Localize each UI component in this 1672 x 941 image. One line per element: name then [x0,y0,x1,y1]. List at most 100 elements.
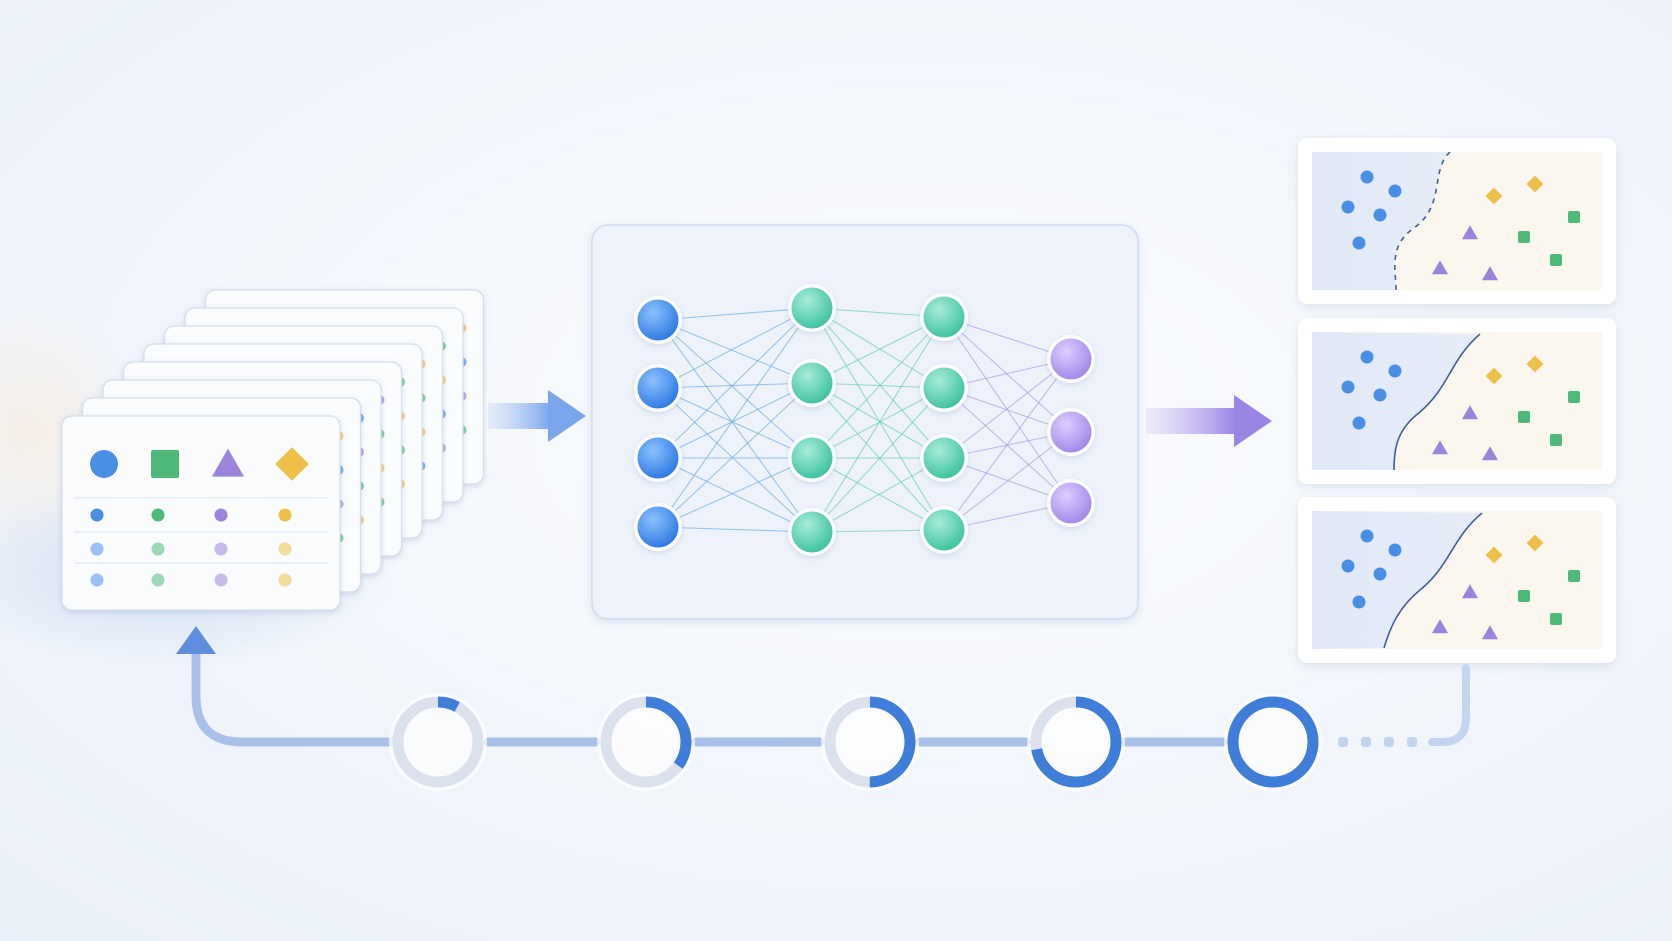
blue-point [1388,364,1402,378]
blue-point [1352,416,1366,430]
network-edge [657,382,813,459]
green-point [1550,434,1562,446]
yellow-point [1485,367,1503,385]
card-surface [61,415,341,611]
hidden-node [923,437,965,479]
network-edge [811,316,945,459]
hidden-node [791,362,833,404]
output-node [1050,411,1092,453]
purple-point [1461,584,1479,599]
yellow-point [1526,534,1544,552]
purple-point [1481,446,1499,461]
network-edge [657,382,813,389]
class-region-blue [1312,511,1482,649]
iteration-ring [1027,693,1125,791]
network-edge [657,382,813,528]
purple-point [1481,266,1499,281]
yellow-point [1485,546,1503,564]
network-edge [657,319,813,384]
blue-point [1341,200,1355,214]
iteration-ring [389,693,487,791]
flow-arrow-to-network [488,390,586,442]
green-point [1568,211,1580,223]
decision-boundary [1383,512,1483,649]
green-point [1568,570,1580,582]
network-edge [657,307,813,528]
yellow-point [1485,187,1503,205]
blue-point [1373,208,1387,222]
network-edge [811,316,945,533]
input-node [637,367,679,409]
data-dot [151,542,165,556]
output-node [1050,482,1092,524]
continuation-dot [1361,737,1371,747]
yellow-point [1526,355,1544,373]
continuation-dot [1338,737,1348,747]
ring-progress-arc [1030,696,1122,788]
purple-point [1431,440,1449,455]
iteration-ring [821,693,919,791]
network-edge [811,387,945,459]
ring-backdrop [1224,693,1322,791]
green-point [1550,613,1562,625]
blue-point [1341,380,1355,394]
circle-legend-shape [90,450,118,478]
network-edge [811,382,945,459]
output-panels [1298,138,1616,663]
input-node [637,506,679,548]
green-point [1550,254,1562,266]
data-dot [214,573,228,587]
data-dot [90,508,104,522]
network-edge [811,307,945,389]
ring-backdrop [821,693,919,791]
green-point [1518,590,1530,602]
data-dot [151,508,165,522]
loop-feed-path [1428,664,1470,746]
input-node [637,437,679,479]
blue-point [1341,559,1355,573]
input-node [637,299,679,341]
network-edge [657,387,813,459]
ring-backdrop [1027,693,1125,791]
iteration-ring [597,693,695,791]
flow-arrow-to-outputs [1146,395,1272,447]
data-dot [90,542,104,556]
network-edge [811,382,945,531]
yellow-point [1526,175,1544,193]
network-edge [943,358,1072,459]
hidden-node [791,511,833,553]
data-dot [90,573,104,587]
continuation-dot [1384,737,1394,747]
data-dot [278,573,292,587]
green-point [1518,231,1530,243]
network-edge [943,358,1072,531]
ring-progress-arc [1227,696,1319,788]
blue-point [1360,170,1374,184]
decision-boundary [1393,333,1481,470]
network-nodes [634,284,1095,556]
iteration-ring [1224,693,1322,791]
neural-network-panel [591,224,1139,620]
network-edge [657,307,813,459]
network-edge [811,387,945,533]
network-edge [811,307,945,459]
network-edge [657,457,813,528]
ring-backdrop [597,693,695,791]
data-dot [278,542,292,556]
network-edge [943,316,1072,433]
class-region-blue [1312,332,1480,470]
hidden-node [923,367,965,409]
triangle-legend-shape [211,448,245,477]
blue-point [1360,350,1374,364]
purple-point [1461,225,1479,240]
square-legend-shape [151,450,179,478]
dataset-card-front [61,415,341,611]
loop-return-arrowhead [176,626,216,654]
network-edge [657,307,813,321]
blue-point [1360,529,1374,543]
training-loop [176,626,1470,791]
green-point [1568,391,1580,403]
ring-progress-arc [392,696,484,788]
data-dot [214,508,228,522]
green-point [1518,411,1530,423]
